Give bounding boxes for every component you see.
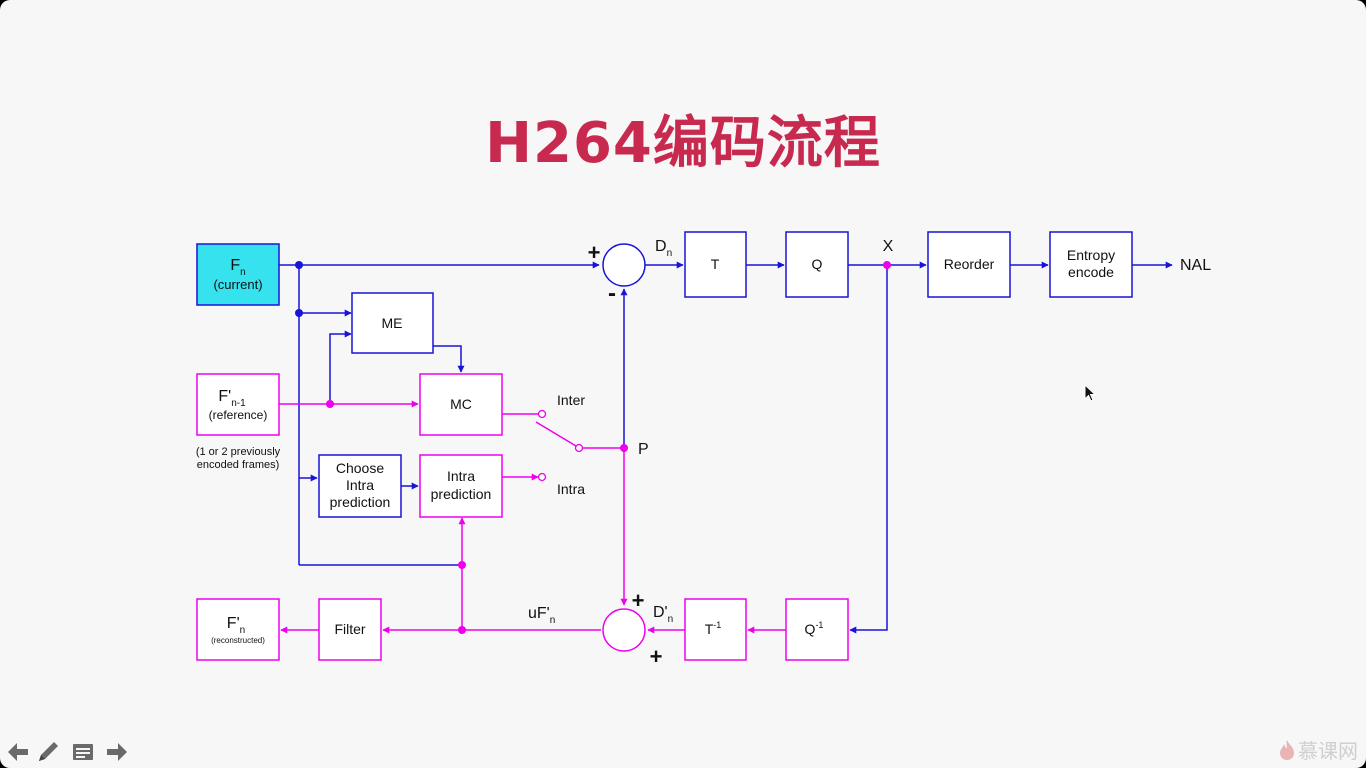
mouse-cursor-icon bbox=[1084, 384, 1096, 402]
watermark-text: 慕课网 bbox=[1298, 739, 1358, 763]
recon-plus-bottom: + bbox=[650, 644, 663, 669]
x-label: X bbox=[883, 238, 894, 255]
junction-dot bbox=[458, 626, 466, 634]
pen-tool-button[interactable] bbox=[34, 738, 62, 766]
edge-me-to-mc bbox=[433, 345, 465, 373]
adder-plus-sign: + bbox=[588, 240, 601, 265]
edge-ref-to-me bbox=[329, 330, 352, 404]
fref-note-line2: encoded frames) bbox=[197, 459, 280, 471]
reorder-label: Reorder bbox=[944, 256, 995, 272]
prev-slide-button[interactable] bbox=[4, 738, 32, 766]
fref-box bbox=[196, 373, 280, 436]
junction-dot bbox=[883, 261, 891, 269]
arrow-left-icon bbox=[8, 743, 28, 761]
frec-caption: (reconstructed) bbox=[211, 636, 265, 645]
intra-line1: Intra bbox=[447, 468, 475, 484]
t-box bbox=[684, 231, 747, 298]
mc-box bbox=[419, 373, 503, 436]
choose-intra-box bbox=[318, 454, 402, 518]
choose-line3: prediction bbox=[330, 494, 391, 510]
dprime-label: D'n bbox=[653, 604, 673, 625]
fn-label: Fn bbox=[230, 257, 245, 278]
entropy-line2: encode bbox=[1068, 264, 1114, 280]
intra-prediction-box bbox=[419, 454, 503, 518]
switch-contact-intra bbox=[537, 472, 547, 482]
fref-label: F'n-1 bbox=[218, 388, 246, 409]
t-label: T bbox=[711, 256, 720, 272]
uf-label: uF'n bbox=[528, 605, 555, 626]
fref-caption: (reference) bbox=[209, 408, 268, 422]
junction-dot bbox=[458, 561, 466, 569]
q-box bbox=[785, 231, 849, 298]
junction-dot bbox=[295, 261, 303, 269]
entropy-line1: Entropy bbox=[1067, 247, 1115, 263]
watermark: 慕课网 bbox=[1278, 735, 1358, 764]
fref-note-line1: (1 or 2 previously bbox=[196, 446, 281, 458]
selector-switch bbox=[535, 421, 577, 447]
slides-menu-icon bbox=[73, 744, 93, 760]
q-label: Q bbox=[812, 256, 823, 272]
filter-label: Filter bbox=[334, 621, 365, 637]
p-label: P bbox=[638, 441, 649, 458]
me-label: ME bbox=[382, 315, 403, 331]
filter-box bbox=[318, 598, 382, 661]
residual-adder bbox=[602, 243, 646, 287]
junction-dot bbox=[295, 309, 303, 317]
choose-line1: Choose bbox=[336, 460, 384, 476]
dn-label: Dn bbox=[655, 238, 672, 259]
choose-line2: Intra bbox=[346, 477, 374, 493]
entropy-box bbox=[1049, 231, 1133, 298]
switch-contact-inter bbox=[537, 409, 547, 419]
reorder-box bbox=[927, 231, 1011, 298]
intra-label: Intra bbox=[557, 481, 585, 497]
arrow-right-icon bbox=[107, 743, 127, 761]
adder-minus-sign: - bbox=[608, 280, 616, 307]
me-box bbox=[351, 292, 434, 354]
recon-plus-top: + bbox=[632, 588, 645, 613]
tinv-box bbox=[684, 598, 747, 661]
fn-caption: (current) bbox=[213, 277, 262, 292]
slides-menu-button[interactable] bbox=[69, 738, 97, 766]
inter-label: Inter bbox=[557, 392, 585, 408]
intra-line2: prediction bbox=[431, 486, 492, 502]
edge-x-to-qinv bbox=[849, 265, 888, 634]
junction-dot bbox=[326, 400, 334, 408]
fn-current-box bbox=[196, 243, 280, 306]
mc-label: MC bbox=[450, 396, 472, 412]
switch-pivot bbox=[574, 443, 584, 453]
qinv-label: Q-1 bbox=[805, 620, 824, 637]
frec-label: F'n bbox=[227, 615, 245, 636]
frec-box bbox=[196, 598, 280, 661]
pencil-icon bbox=[39, 742, 58, 761]
nal-label: NAL bbox=[1180, 257, 1211, 274]
reconstruction-adder bbox=[602, 608, 646, 652]
junction-dot bbox=[620, 444, 628, 452]
qinv-box bbox=[785, 598, 849, 661]
next-slide-button[interactable] bbox=[103, 738, 131, 766]
tinv-label: T-1 bbox=[705, 620, 722, 637]
flame-logo-icon bbox=[1280, 739, 1294, 760]
page-title: H264编码流程 bbox=[485, 111, 881, 176]
